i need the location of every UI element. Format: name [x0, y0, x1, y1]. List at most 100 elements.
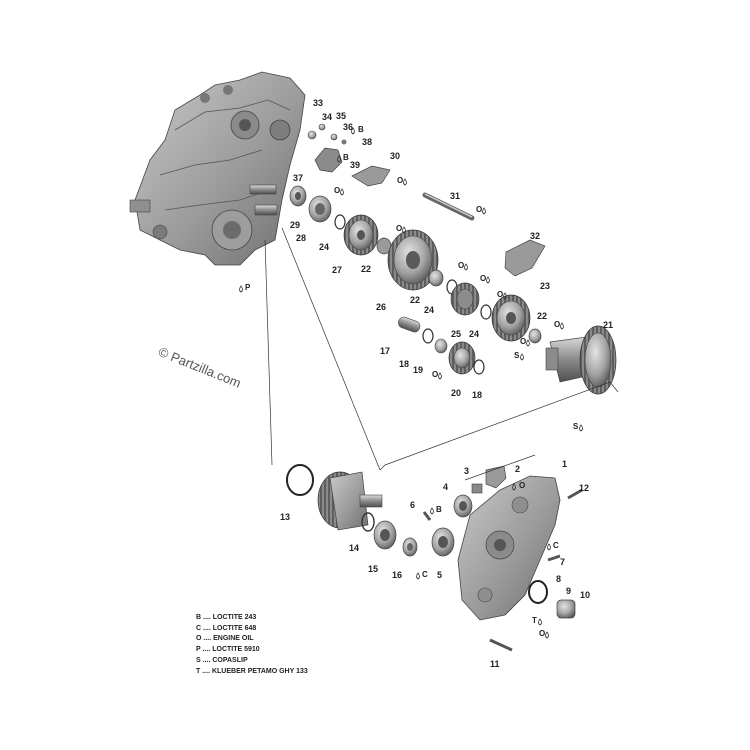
- callout-4: 4: [443, 482, 448, 492]
- drop-icon: [486, 276, 490, 284]
- marker-o-32: O: [480, 274, 486, 283]
- compound-markers: B B O O O O O O O O S O O S P B C C T O …: [245, 125, 579, 638]
- callout-16: 16: [392, 570, 402, 580]
- marker-o-19: O: [432, 370, 438, 379]
- marker-o-9: O: [539, 629, 545, 638]
- marker-b-36: B: [358, 125, 364, 134]
- drop-icon: [545, 631, 549, 639]
- marker-o-39: O: [334, 186, 340, 195]
- callout-25: 25: [451, 329, 461, 339]
- callout-24-c: 24: [469, 329, 479, 339]
- marker-s-21: S: [514, 351, 520, 360]
- drop-icon: [402, 226, 406, 234]
- callout-2: 2: [515, 464, 520, 474]
- callout-37: 37: [293, 173, 303, 183]
- callout-20: 20: [451, 388, 461, 398]
- parts-upper: [289, 123, 617, 395]
- legend-row: T .... KLUEBER PETAMO GHY 133: [196, 667, 308, 675]
- drop-icon: [340, 188, 344, 196]
- callout-21: 21: [603, 320, 613, 330]
- legend-row: B .... LOCTITE 243: [196, 614, 257, 621]
- callout-29: 29: [290, 220, 300, 230]
- callout-14: 14: [349, 543, 359, 553]
- legend-row: C .... LOCTITE 648: [196, 624, 257, 632]
- callout-28: 28: [296, 233, 306, 243]
- drop-icon: [438, 372, 442, 380]
- drop-icon: [526, 339, 530, 347]
- drop-icon: [482, 207, 486, 215]
- marker-c-16: C: [422, 570, 428, 579]
- marker-b-6: B: [436, 505, 442, 514]
- marker-c-7: C: [553, 541, 559, 550]
- legend-row: O .... ENGINE OIL: [196, 635, 254, 643]
- drop-icon: [512, 483, 516, 491]
- callout-11: 11: [490, 659, 500, 669]
- drop-icon: [560, 322, 564, 330]
- drop-icon: [416, 572, 420, 580]
- callout-5: 5: [437, 570, 442, 580]
- callout-15: 15: [368, 564, 378, 574]
- drop-icons: [239, 127, 583, 639]
- callout-24-b: 24: [424, 305, 434, 315]
- callout-10: 10: [580, 590, 590, 600]
- marker-o-31: O: [476, 205, 482, 214]
- drop-icon: [464, 263, 468, 271]
- callout-27: 27: [332, 265, 342, 275]
- legend-row: P .... LOCTITE 5910: [196, 646, 260, 654]
- callout-22-c: 22: [537, 311, 547, 321]
- callout-24-a: 24: [319, 242, 329, 252]
- callout-22-b: 22: [410, 295, 420, 305]
- callout-33: 33: [313, 98, 323, 108]
- callout-8: 8: [556, 574, 561, 584]
- marker-t-8: T: [532, 616, 537, 625]
- callout-23: 23: [540, 281, 550, 291]
- callout-26: 26: [376, 302, 386, 312]
- drop-icon: [337, 155, 341, 163]
- callout-labels: 1 2 3 4 5 6 7 8 9 10 11 12 13 14 15 16 1…: [280, 98, 613, 669]
- callout-19: 19: [413, 365, 423, 375]
- marker-o-26: O: [396, 224, 402, 233]
- callout-32: 32: [530, 231, 540, 241]
- callout-17: 17: [380, 346, 390, 356]
- crankcase-housing: [129, 71, 306, 266]
- drop-icon: [503, 292, 507, 300]
- callout-18-upper: 18: [399, 359, 409, 369]
- callout-34: 34: [322, 112, 332, 122]
- drop-icon: [351, 127, 355, 135]
- callout-9: 9: [566, 586, 571, 596]
- marker-o-24: O: [520, 337, 526, 346]
- callout-39: 39: [350, 160, 360, 170]
- marker-o-25: O: [458, 261, 464, 270]
- callout-35: 35: [336, 111, 346, 121]
- callout-1: 1: [562, 459, 567, 469]
- drop-icon: [520, 353, 524, 361]
- callout-3: 3: [464, 466, 469, 476]
- callout-36: 36: [343, 122, 353, 132]
- drop-icon: [430, 507, 434, 515]
- drop-icon: [239, 285, 243, 293]
- legend-row: S .... COPASLIP: [196, 656, 248, 664]
- callout-6: 6: [410, 500, 415, 510]
- callout-22-a: 22: [361, 264, 371, 274]
- marker-o-30: O: [397, 176, 403, 185]
- leader-lines: [264, 227, 619, 481]
- drop-icon: [403, 178, 407, 186]
- drop-icon: [538, 618, 542, 626]
- parts-lower: [286, 464, 583, 652]
- marker-b-39: B: [343, 153, 349, 162]
- callout-18-lower: 18: [472, 390, 482, 400]
- drop-icon: [579, 424, 583, 432]
- callout-30: 30: [390, 151, 400, 161]
- marker-o-22: O: [554, 320, 560, 329]
- marker-s-21-lower: S: [573, 422, 579, 431]
- callout-7: 7: [560, 557, 565, 567]
- compound-legend: B .... LOCTITE 243 C .... LOCTITE 648 O …: [196, 613, 396, 677]
- callout-12: 12: [579, 483, 589, 493]
- callout-31: 31: [450, 191, 460, 201]
- callout-38: 38: [362, 137, 372, 147]
- callout-13: 13: [280, 512, 290, 522]
- marker-o-23: O: [497, 290, 503, 299]
- drop-icon: [547, 543, 551, 551]
- marker-p-housing: P: [245, 283, 251, 292]
